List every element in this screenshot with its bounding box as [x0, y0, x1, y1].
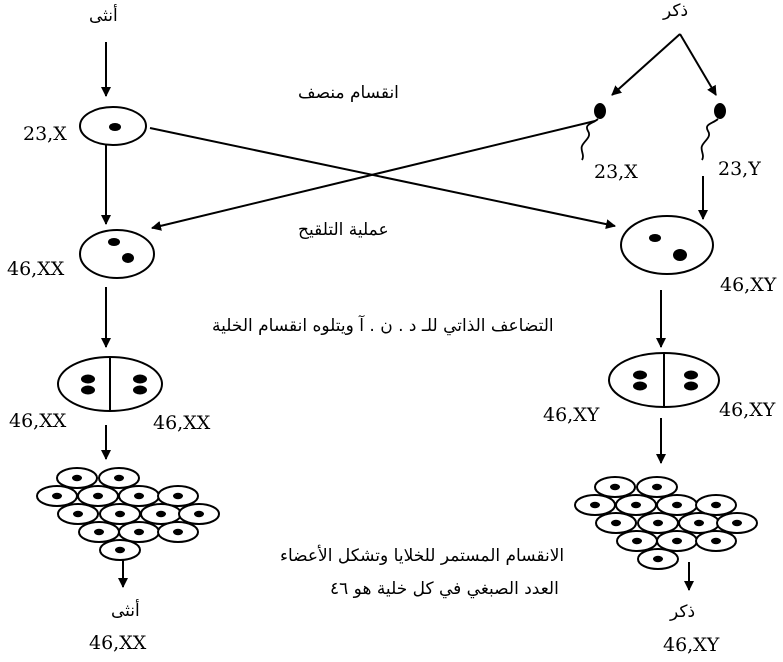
karyotype-male-final: 46,XY: [663, 634, 720, 656]
karyotype-zygote-male: 46,XY: [720, 274, 777, 296]
cluster-cell-nucleus: [590, 501, 600, 509]
cluster-cell-nucleus: [672, 501, 682, 509]
cluster-cell-nucleus: [115, 546, 125, 554]
label-female-bottom: أنثى: [111, 601, 140, 621]
label-meiosis: انقسام منصف: [298, 83, 399, 103]
cluster-cell-nucleus: [73, 510, 83, 518]
two-cell-female: [57, 356, 163, 412]
zygote-female: [79, 229, 155, 279]
cluster-cell-nucleus: [652, 483, 662, 491]
cluster-cell-nucleus: [94, 528, 104, 536]
cluster-cell-nucleus: [134, 492, 144, 500]
label-female-top: أنثى: [89, 6, 118, 26]
cluster-cell-nucleus: [653, 519, 663, 527]
cluster-cell-nucleus: [114, 474, 124, 482]
karyotype-sperm-y: 23,Y: [718, 158, 761, 180]
label-fertilization: عملية التلقيح: [298, 220, 389, 240]
karyotype-sperm-x: 23,X: [594, 161, 638, 183]
cluster-cell-nucleus: [653, 555, 663, 563]
cluster-cell-nucleus: [72, 474, 82, 482]
cluster-cell-nucleus: [711, 537, 721, 545]
cluster-cell-nucleus: [631, 501, 641, 509]
cluster-cell-nucleus: [93, 492, 103, 500]
label-continuous-division: الانقسام المستمر للخلايا وتشكل الأعضاء: [280, 546, 565, 566]
cluster-cell-nucleus: [173, 528, 183, 536]
cluster-cell-nucleus: [711, 501, 721, 509]
karyotype-two-cell-male-left: 46,XY: [543, 404, 600, 426]
sperm-y: [700, 103, 726, 161]
cluster-cell-nucleus: [134, 528, 144, 536]
cluster-cell-nucleus: [611, 519, 621, 527]
cluster-cell-nucleus: [610, 483, 620, 491]
arrow-male-to-sperm-y: [679, 33, 717, 96]
cell-cluster-male: [574, 476, 758, 570]
cell-cluster-female: [36, 467, 220, 561]
karyotype-egg: 23,X: [23, 123, 67, 145]
egg-cell: [79, 106, 147, 146]
cluster-cell-nucleus: [52, 492, 62, 500]
cluster-cell-nucleus: [194, 510, 204, 518]
cluster-cell-nucleus: [672, 537, 682, 545]
karyotype-female-final: 46,XX: [89, 632, 147, 654]
arrow-egg-to-male-zygote: [149, 127, 616, 230]
karyotype-two-cell-female-right: 46,XX: [153, 412, 211, 434]
arrow-sperm-x-to-female-zygote: [151, 120, 596, 231]
cluster-cell-nucleus: [632, 537, 642, 545]
cluster-cell-nucleus: [694, 519, 704, 527]
karyotype-zygote-female: 46,XX: [7, 258, 65, 280]
cluster-cell-nucleus: [732, 519, 742, 527]
two-cell-male: [608, 352, 720, 408]
zygote-male: [620, 215, 714, 275]
label-male-top: ذكر: [663, 1, 689, 21]
karyotype-two-cell-female-left: 46,XX: [9, 410, 67, 432]
label-male-bottom: ذكر: [670, 602, 696, 622]
cluster-cell-nucleus: [173, 492, 183, 500]
label-chromosome-number: العدد الصبغي في كل خلية هو ٤٦: [330, 579, 559, 599]
sperm-x: [580, 103, 606, 161]
karyotype-two-cell-male-right: 46,XY: [719, 399, 776, 421]
arrow-male-to-sperm-x: [611, 33, 681, 96]
cluster-cell-nucleus: [115, 510, 125, 518]
cluster-cell-nucleus: [156, 510, 166, 518]
label-replication: التضاعف الذاتي للـ د . ن . آ ويتلوه انقس…: [212, 316, 554, 336]
